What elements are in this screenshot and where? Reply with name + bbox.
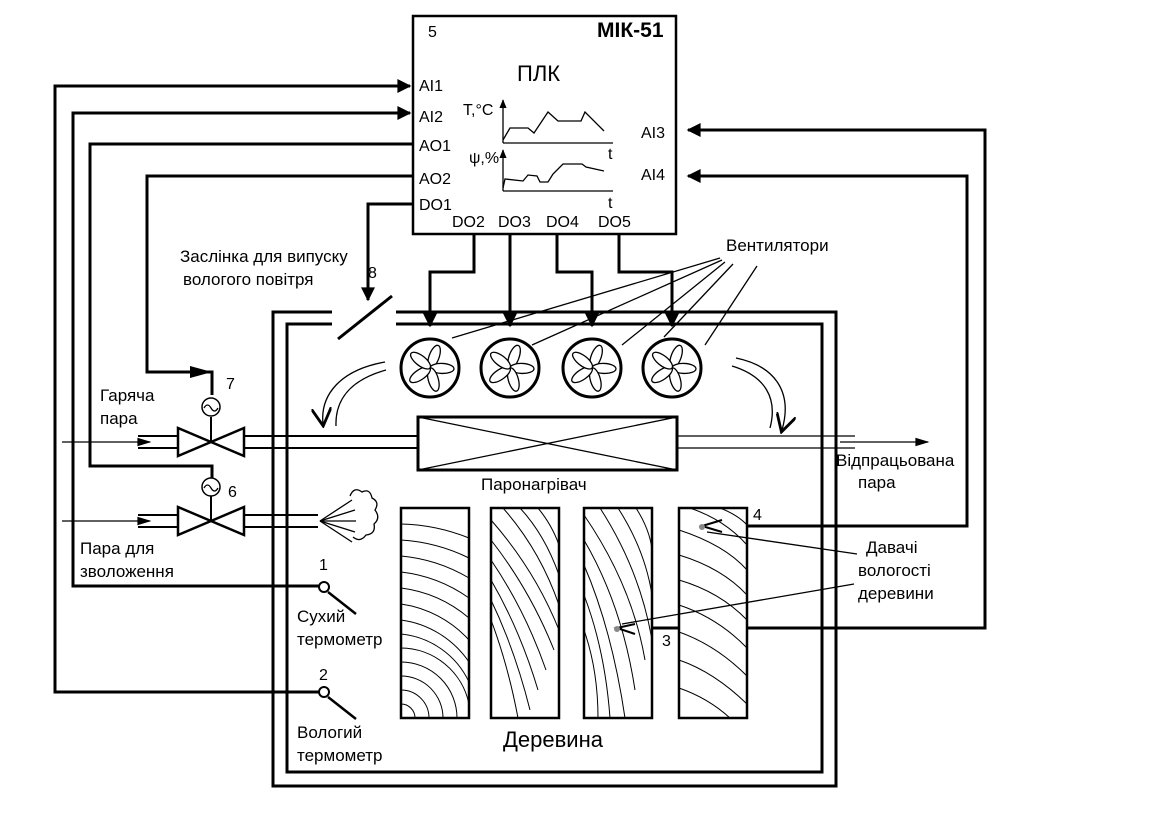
sensor-4-number: 4 — [753, 507, 762, 524]
port-do5: DO5 — [598, 214, 631, 231]
graph-time-label-2: t — [608, 195, 613, 212]
dry-thermometer: 1 Сухий термометр — [297, 557, 382, 649]
port-ai1: AI1 — [419, 78, 443, 95]
dry-thermo-label-line2: термометр — [297, 630, 382, 649]
wire-ai3 — [622, 123, 987, 630]
fan-icon — [479, 337, 541, 399]
air-flow-arrows — [323, 357, 785, 430]
port-ai4: AI4 — [641, 167, 665, 184]
port-ai3: AI3 — [641, 125, 665, 142]
valve-6: 6 — [176, 477, 246, 537]
humid-steam-label-line1: Пара для — [80, 539, 154, 558]
wire-do2 — [423, 234, 476, 328]
spent-steam-label-line2: пара — [858, 473, 896, 492]
chamber-walls — [271, 310, 838, 788]
wire-ao1 — [88, 142, 413, 478]
wire-ai4 — [686, 169, 969, 528]
graph-time-label-1: t — [608, 146, 613, 163]
damper-number: 8 — [368, 265, 377, 282]
sensors-label-line3: деревини — [858, 584, 934, 603]
moisture-sensors: 4 3 Давачі вологості деревини — [613, 507, 934, 650]
valve-6-number: 6 — [228, 484, 237, 501]
port-do3: DO3 — [498, 214, 531, 231]
plc-block: 5 МІК-51 ПЛК AI1 AI2 AO1 AO2 DO1 AI3 AI4… — [411, 14, 678, 236]
wire-ai1 — [53, 79, 412, 694]
fans-leader-lines — [451, 257, 758, 346]
wood-stacks: Деревина — [399, 506, 749, 752]
thermometer-1-number: 1 — [319, 557, 328, 574]
plc-trend-graphs: T,°C t ψ,% t — [463, 99, 613, 212]
wood-board — [582, 506, 654, 720]
graph-temp-label: T,°C — [463, 102, 493, 119]
wire-ai2 — [71, 106, 412, 588]
port-ao1: AO1 — [419, 138, 451, 155]
hot-steam-label-line2: пара — [100, 409, 138, 428]
steam-spray — [319, 489, 379, 543]
hot-steam-pipe: Гаряча пара Відпрацьована пара — [62, 386, 955, 492]
thermometer-2-number: 2 — [319, 667, 328, 684]
wet-thermo-label-line1: Вологий — [297, 723, 362, 742]
wire-ao2 — [145, 174, 413, 395]
sensor-3-number: 3 — [662, 633, 671, 650]
sensors-label-line1: Давачі — [866, 538, 918, 557]
port-do4: DO4 — [546, 214, 579, 231]
dry-thermo-label-line1: Сухий — [297, 607, 345, 626]
wood-label: Деревина — [503, 727, 604, 752]
humid-steam-pipe: Пара для зволоження — [62, 489, 379, 581]
wire-do1 — [361, 202, 413, 302]
fans: Вентилятори — [399, 236, 829, 399]
wood-board — [489, 506, 561, 720]
wood-board — [677, 506, 749, 720]
steam-heater: Паронагрівач — [416, 415, 679, 494]
port-do2: DO2 — [452, 214, 485, 231]
plc-number: 5 — [428, 24, 437, 41]
wire-do4 — [555, 234, 599, 328]
wood-board — [399, 506, 471, 720]
port-ao2: AO2 — [419, 171, 451, 188]
wet-thermometer: 2 Вологий термометр — [297, 667, 382, 765]
fans-label: Вентилятори — [726, 236, 829, 255]
fan-icon — [561, 337, 623, 399]
heater-label: Паронагрівач — [481, 475, 587, 494]
wet-thermo-label-line2: термометр — [297, 746, 382, 765]
valve-7: 7 — [176, 376, 246, 458]
fan-icon — [399, 337, 461, 399]
hot-steam-label-line1: Гаряча — [100, 386, 155, 405]
wire-do5 — [617, 234, 679, 328]
valve-7-number: 7 — [226, 376, 235, 393]
signal-wires — [53, 79, 987, 694]
humid-steam-label-line2: зволоження — [80, 562, 174, 581]
spent-steam-label-line1: Відпрацьована — [836, 451, 955, 470]
plc-title: ПЛК — [517, 61, 560, 86]
plc-box — [411, 14, 678, 236]
port-do1: DO1 — [419, 197, 452, 214]
port-ai2: AI2 — [419, 109, 443, 126]
sensors-label-line2: вологості — [858, 561, 931, 580]
graph-hum-label: ψ,% — [469, 150, 499, 167]
damper: 8 Заслінка для випуску вологого повітря — [180, 247, 393, 341]
fan-icon — [641, 337, 703, 399]
damper-label-line2: вологого повітря — [183, 270, 314, 289]
damper-label-line1: Заслінка для випуску — [180, 247, 348, 266]
plc-model: МІК-51 — [597, 19, 664, 42]
